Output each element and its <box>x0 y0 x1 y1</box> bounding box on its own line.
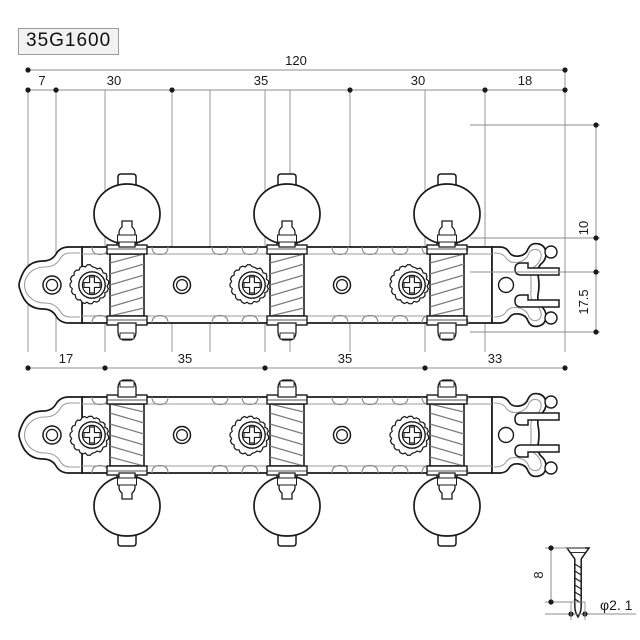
dim-bottom-4: 33 <box>488 351 502 366</box>
bottom-dimension-block: 17 35 35 33 <box>25 351 568 371</box>
mounting-screw-detail: 8 φ2. 1 <box>531 545 636 620</box>
dim-overall-top: 120 <box>285 53 307 68</box>
dim-top-4: 30 <box>411 73 425 88</box>
dim-top-5: 18 <box>518 73 532 88</box>
right-dimension-block: 10 17.5 <box>470 122 600 335</box>
upper-tuner-assembly <box>19 173 559 340</box>
dim-right-2: 17.5 <box>576 289 591 314</box>
dim-bottom-2: 35 <box>178 351 192 366</box>
lower-tuner-assembly <box>19 380 559 547</box>
part-number-title: 35G1600 <box>18 28 120 55</box>
dim-bottom-3: 35 <box>338 351 352 366</box>
dim-bottom-1: 17 <box>59 351 73 366</box>
dim-screw-diameter: φ2. 1 <box>600 597 633 613</box>
dim-screw-length: 8 <box>531 571 546 578</box>
dim-top-1: 7 <box>38 73 45 88</box>
dim-top-3: 35 <box>254 73 268 88</box>
dim-right-1: 10 <box>576 221 591 235</box>
dim-top-2: 30 <box>107 73 121 88</box>
